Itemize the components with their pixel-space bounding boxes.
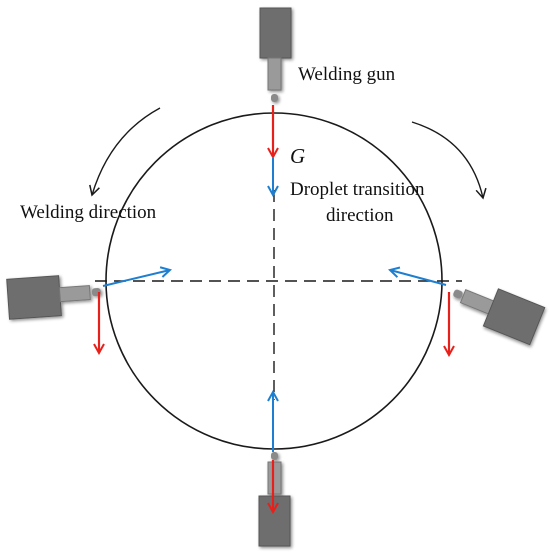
rotation-arrow-left-icon	[89, 107, 161, 197]
rotation-arrow-right-icon	[411, 121, 487, 200]
droplet-arrow-right	[390, 270, 447, 286]
droplet-transition-label-line2: direction	[326, 205, 394, 226]
welding-gun-label: Welding gun	[298, 64, 396, 85]
welding-gun-right-icon	[453, 288, 546, 346]
welding-direction-label: Welding direction	[20, 202, 157, 223]
gravity-label: G	[290, 144, 305, 168]
droplet-arrow-left	[102, 270, 170, 287]
welding-gun-left-icon	[6, 275, 101, 320]
welding-gun-bottom-icon	[258, 452, 291, 547]
welding-gun-top-icon	[259, 7, 292, 102]
droplet-transition-label-line1: Droplet transition	[290, 179, 425, 200]
